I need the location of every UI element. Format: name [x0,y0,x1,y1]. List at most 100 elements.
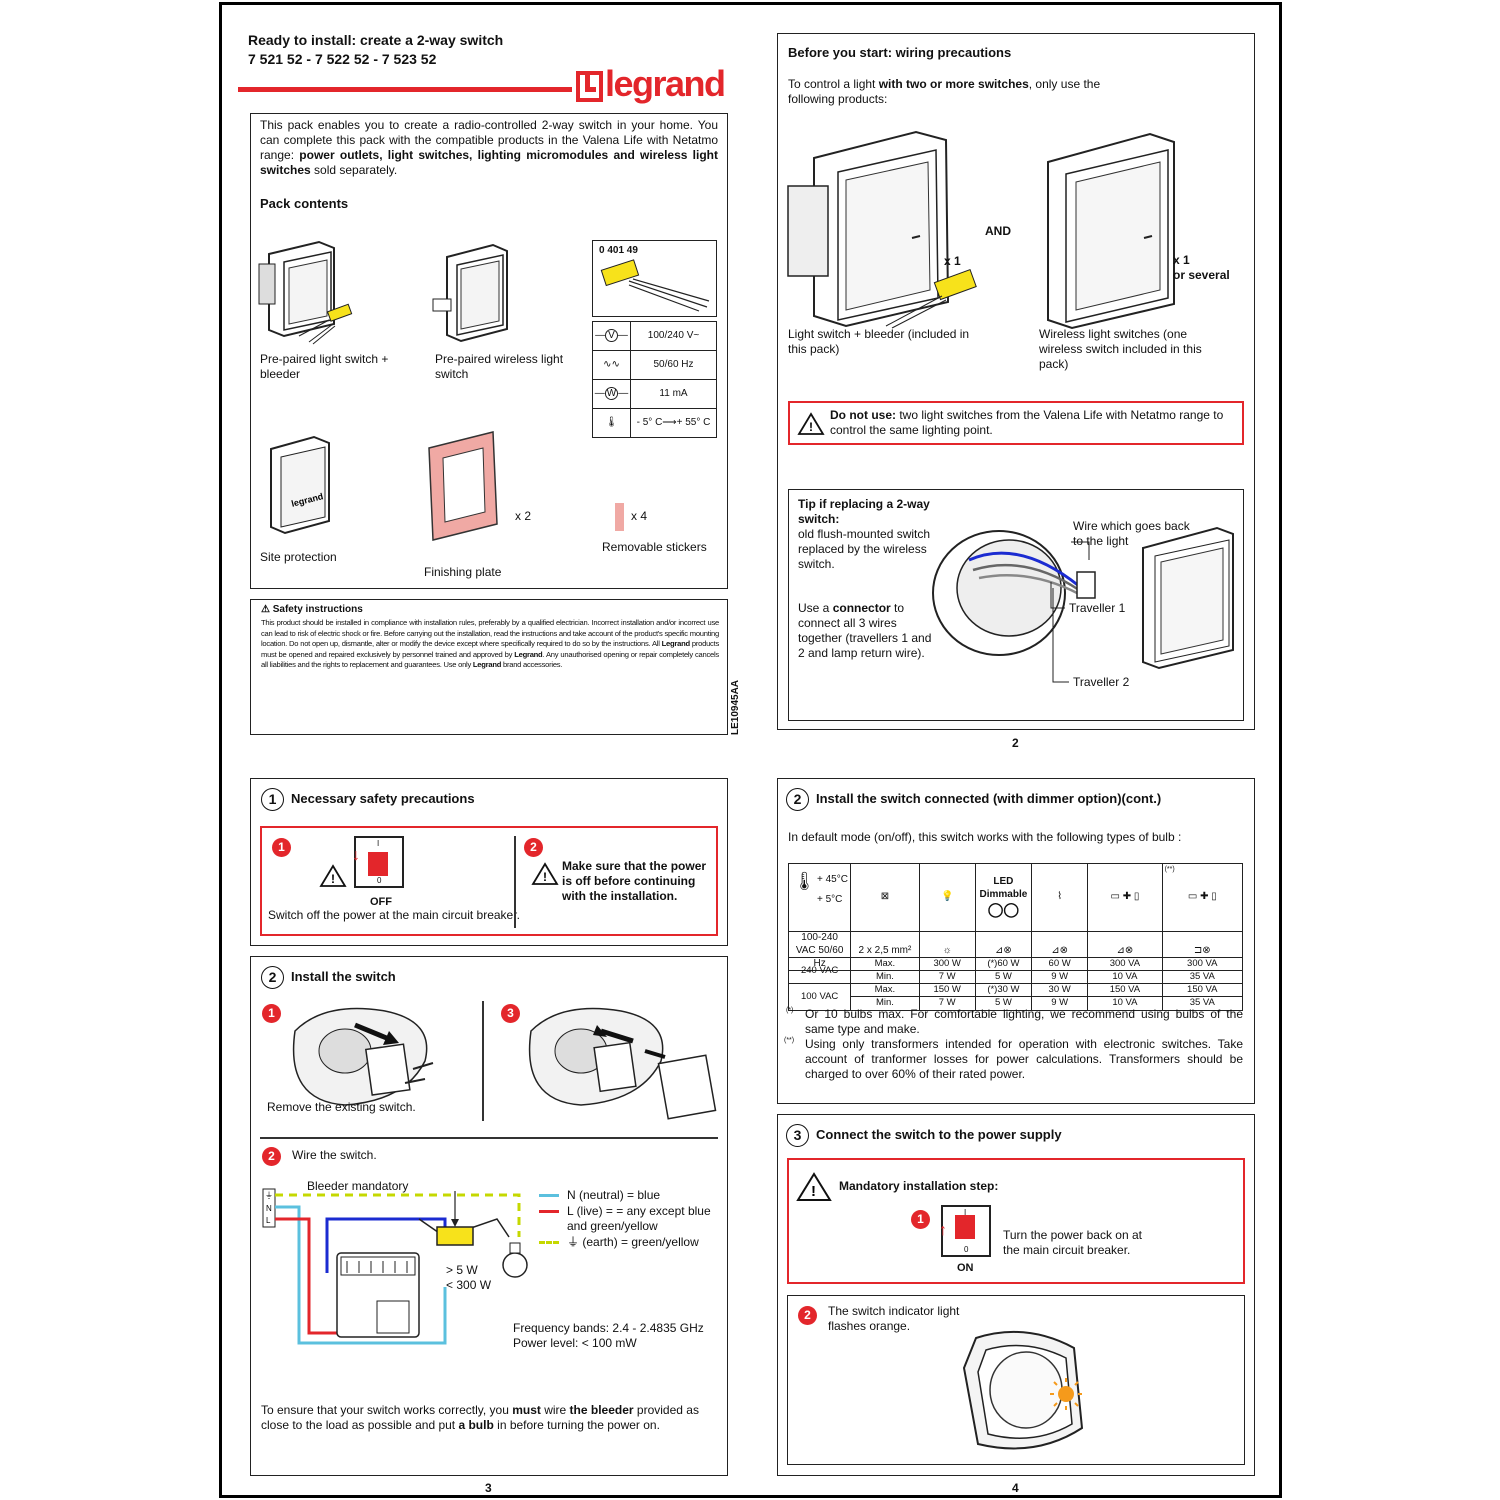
brand-name: legrand [605,63,726,104]
mandatory-label: Mandatory installation step: [839,1179,999,1193]
temperature-cell: 🌡+ 45°C+ 5°C [787,863,852,932]
precautions-intro: To control a light with two or more swit… [788,77,1101,106]
connector-text: Use a connector to connect all 3 wires t… [798,601,932,660]
safety-box: ⚠ Safety instructions This product shoul… [250,599,728,735]
bulb-types-table: 🌡+ 45°C+ 5°C ⊠ 💡 LED Dimmable◯◯ ⌇ ▭ ✚ ▯ … [787,863,1244,972]
frequency-icon: ∿∿ [592,350,631,380]
flush-box-illustration [932,530,1096,656]
spec-frequency: 50/60 Hz [630,350,717,380]
leader-lines [1050,541,1090,683]
wire-label: Wire which goes back to the light [1073,519,1190,548]
live-terminal-mark: L [266,1216,271,1225]
pack-box: This pack enables you to create a radio-… [250,113,728,589]
svg-text:!: ! [811,1183,816,1200]
mandatory-step-panel: ! Mandatory installation step: 1 I 0 ↑ O… [787,1158,1245,1284]
wireless-switch-big-illustration [1047,132,1175,330]
bulb-types-box: 2 Install the switch connected (with dimm… [777,778,1255,1104]
warning-icon: ! [531,862,559,885]
sticker-qty: x 4 [631,509,648,523]
light-switch-bleeder-big-illustration [787,130,977,329]
warning-icon: ⚠ [261,604,270,615]
row-240v: 240 VAC [787,956,852,985]
bleeder-ref: 0 401 49 [599,245,638,256]
pack-contents-title: Pack contents [260,196,349,211]
indicator-text: The switch indicator light flashes orang… [828,1304,960,1333]
intro-paragraph: This pack enables you to create a radio-… [260,118,719,177]
watt-icon: —W— [592,379,631,409]
earth-icon: ⏚ [567,1235,583,1249]
on-label: ON [957,1262,974,1274]
red-rule [238,87,572,92]
cfl-bulb-icon: ⌇ [1031,863,1089,932]
finishing-plate-illustration [428,431,498,541]
power-on-text: Turn the power back on at the main circu… [1003,1228,1142,1257]
svg-text:⏚: ⏚ [265,1191,273,1200]
bulb-rating: > 5 W< 300 W [446,1263,492,1292]
step-3-badge: 3 [501,1004,520,1023]
step-2-badge: 2 [262,1147,281,1166]
power-check-text: Make sure that the power is off before c… [562,859,707,903]
traveller2-label: Traveller 2 [1073,675,1130,689]
wiring-diagram: ⏚ N L [262,1188,528,1345]
neutral-terminal-mark: N [266,1204,272,1213]
spec-current: 11 mA [630,379,717,409]
step-1-badge: 1 [262,1004,281,1023]
divider [482,1001,484,1121]
up-arrow-icon: ↑ [939,1222,947,1239]
section2-title: Install the switch [291,968,396,984]
instruction-sheet: Ready to install: create a 2-way switch … [219,2,1282,1498]
section-number: 2 [786,788,809,811]
svg-text:!: ! [543,870,547,884]
orange-led-icon [1058,1386,1074,1402]
thermometer-icon: 🌡 [592,408,631,438]
safety-text: This product should be installed in comp… [261,618,719,669]
wire-switch-caption: Wire the switch. [292,1148,377,1162]
switch-qty: x 1 [944,254,961,268]
bulb-types-intro: In default mode (on/off), this switch wo… [788,830,1182,844]
thermometer-icon: 🌡 [793,871,816,891]
step-1-badge: 1 [272,838,291,857]
row-100v: 100 VAC [787,983,852,1011]
item-stickers-label: Removable stickers [602,540,707,554]
legrand-logo: legrand [576,63,737,113]
section2-cont-title: Install the switch connected (with dimme… [816,790,1162,806]
down-arrow-icon: ↓ [352,847,360,864]
voltage-icon: —V— [592,321,631,351]
caption-light-switch: Light switch + bleeder (included in this… [788,327,970,356]
wire-legend: N (neutral) = blue L (live) = = any exce… [539,1188,719,1250]
step-2-badge: 2 [798,1306,817,1325]
item-light-switch-label: Pre-paired light switch + bleeder [260,352,389,382]
step-1-badge: 1 [911,1210,930,1229]
page1-title: Ready to install: create a 2-way switch … [248,31,503,69]
remove-switch-caption: Remove the existing switch. [267,1100,416,1114]
legend-earth: ⏚ (earth) = green/yellow [539,1235,719,1250]
item-wireless-switch-label: Pre-paired wireless light switch [435,352,564,382]
title-text: Ready to install: create a 2-way switch [248,32,504,48]
ferromagnetic-transformer-icon: ▭ ✚ ▯ [1087,863,1163,932]
note2-marker: (**) [784,1037,795,1044]
install-switch-box: 2 Install the switch 1 Remove the existin… [250,956,728,1476]
section-number: 2 [261,966,284,989]
switch-indicator-illustration [962,1330,1084,1450]
legend-live: L (live) = = any except blue and green/y… [539,1204,719,1234]
legend-neutral: N (neutral) = blue [539,1188,719,1203]
document-code: LE10945AA [730,679,741,735]
spec-voltage: 100/240 V~ [630,321,717,351]
do-not-use-warning: ! Do not use: two light switches from th… [788,401,1244,445]
led-bulb-icon: ◯◯ [987,901,1020,918]
fit-switch-illustration [528,1007,717,1120]
site-protection-illustration: legrand [270,435,330,535]
remove-switch-illustration [292,1007,434,1106]
ref-numbers: 7 521 52 - 7 522 52 - 7 523 52 [248,51,437,67]
breaker-off-illustration: I 0 ↓ [352,836,404,888]
plate-qty: x 2 [515,509,532,523]
section2-header: 2 Install the switch [261,966,396,989]
breaker-off-mark: 0 [377,876,382,885]
note2-text: Using only transformers intended for ope… [805,1037,1243,1081]
